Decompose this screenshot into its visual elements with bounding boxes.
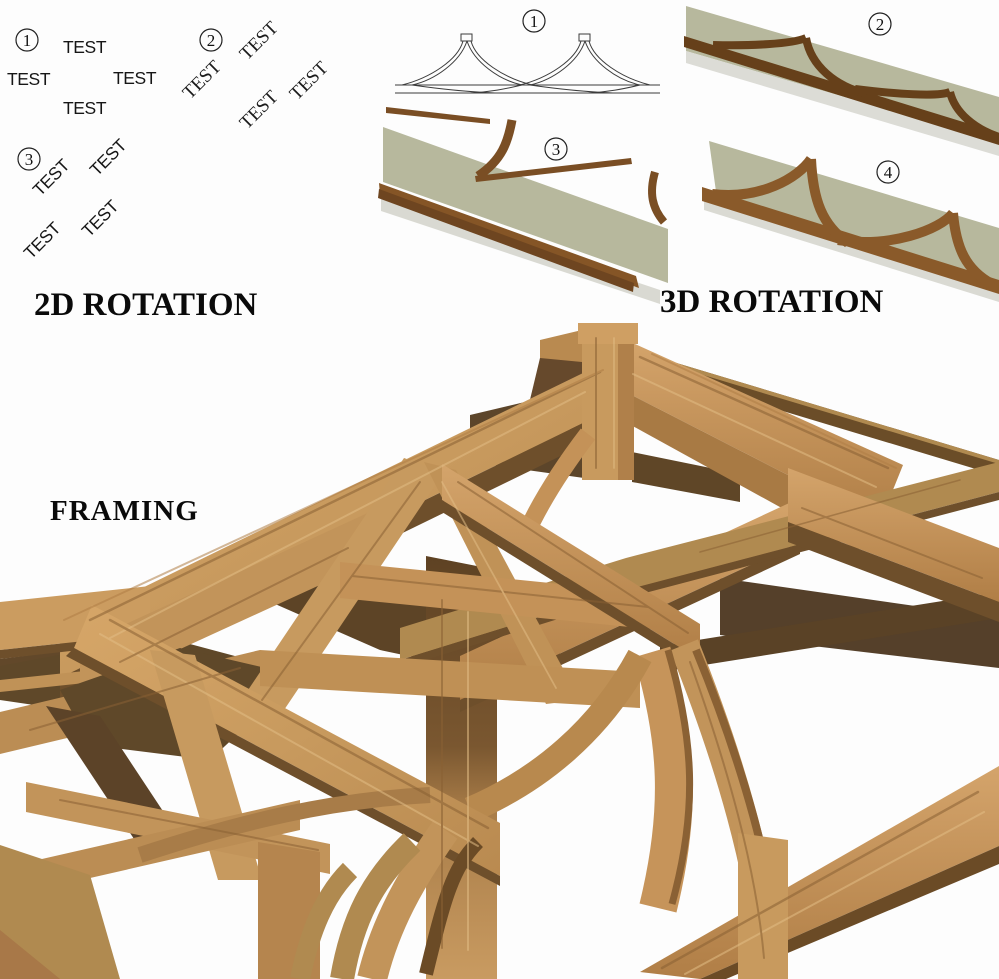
svg-text:2D ROTATION: 2D ROTATION bbox=[34, 287, 258, 323]
svg-text:TEST: TEST bbox=[63, 98, 107, 118]
svg-text:FRAMING: FRAMING bbox=[50, 495, 199, 527]
svg-text:3: 3 bbox=[552, 140, 561, 159]
svg-text:4: 4 bbox=[884, 163, 893, 182]
svg-text:TEST: TEST bbox=[113, 68, 157, 88]
svg-text:TEST: TEST bbox=[7, 69, 51, 89]
svg-text:2: 2 bbox=[207, 31, 216, 50]
svg-text:1: 1 bbox=[23, 31, 32, 50]
svg-text:3D ROTATION: 3D ROTATION bbox=[660, 284, 884, 320]
svg-text:2: 2 bbox=[876, 15, 885, 34]
svg-text:TEST: TEST bbox=[63, 37, 107, 57]
svg-text:3: 3 bbox=[25, 150, 34, 169]
svg-text:1: 1 bbox=[530, 12, 539, 31]
